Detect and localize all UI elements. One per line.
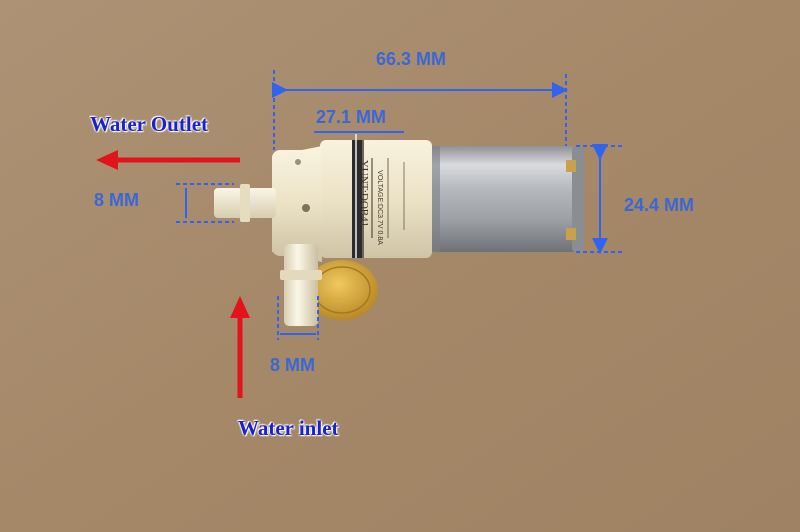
inlet-flow-arrow — [230, 296, 250, 398]
outlet-nozzle — [214, 184, 276, 222]
motor — [430, 146, 584, 252]
inlet-caption: Water inlet — [238, 416, 339, 440]
dimension-motor — [576, 144, 622, 254]
inlet-nozzle — [280, 244, 322, 326]
dimension-inlet — [277, 296, 319, 340]
inlet-diameter-label: 8 MM — [270, 355, 315, 375]
housing-lettering — [371, 158, 405, 238]
outlet-caption: Water Outlet — [90, 112, 209, 136]
dimension-overall — [272, 70, 568, 150]
outlet-flow-arrow — [96, 150, 240, 170]
pump-head-length-label: 27.1 MM — [316, 107, 387, 127]
housing-voltage-text: VOLTAGE:DC3.7V 0.8A — [375, 170, 383, 245]
overall-length-label: 66.3 MM — [376, 49, 447, 69]
motor-diameter-label: 24.4 MM — [624, 195, 695, 215]
pump-head — [272, 140, 432, 262]
dimension-outlet — [176, 183, 234, 223]
coin — [306, 260, 378, 320]
dimension-pump-head — [314, 131, 404, 258]
housing-model-text: YUNT:DQB41 — [358, 159, 371, 228]
outlet-diameter-label: 8 MM — [94, 190, 139, 210]
